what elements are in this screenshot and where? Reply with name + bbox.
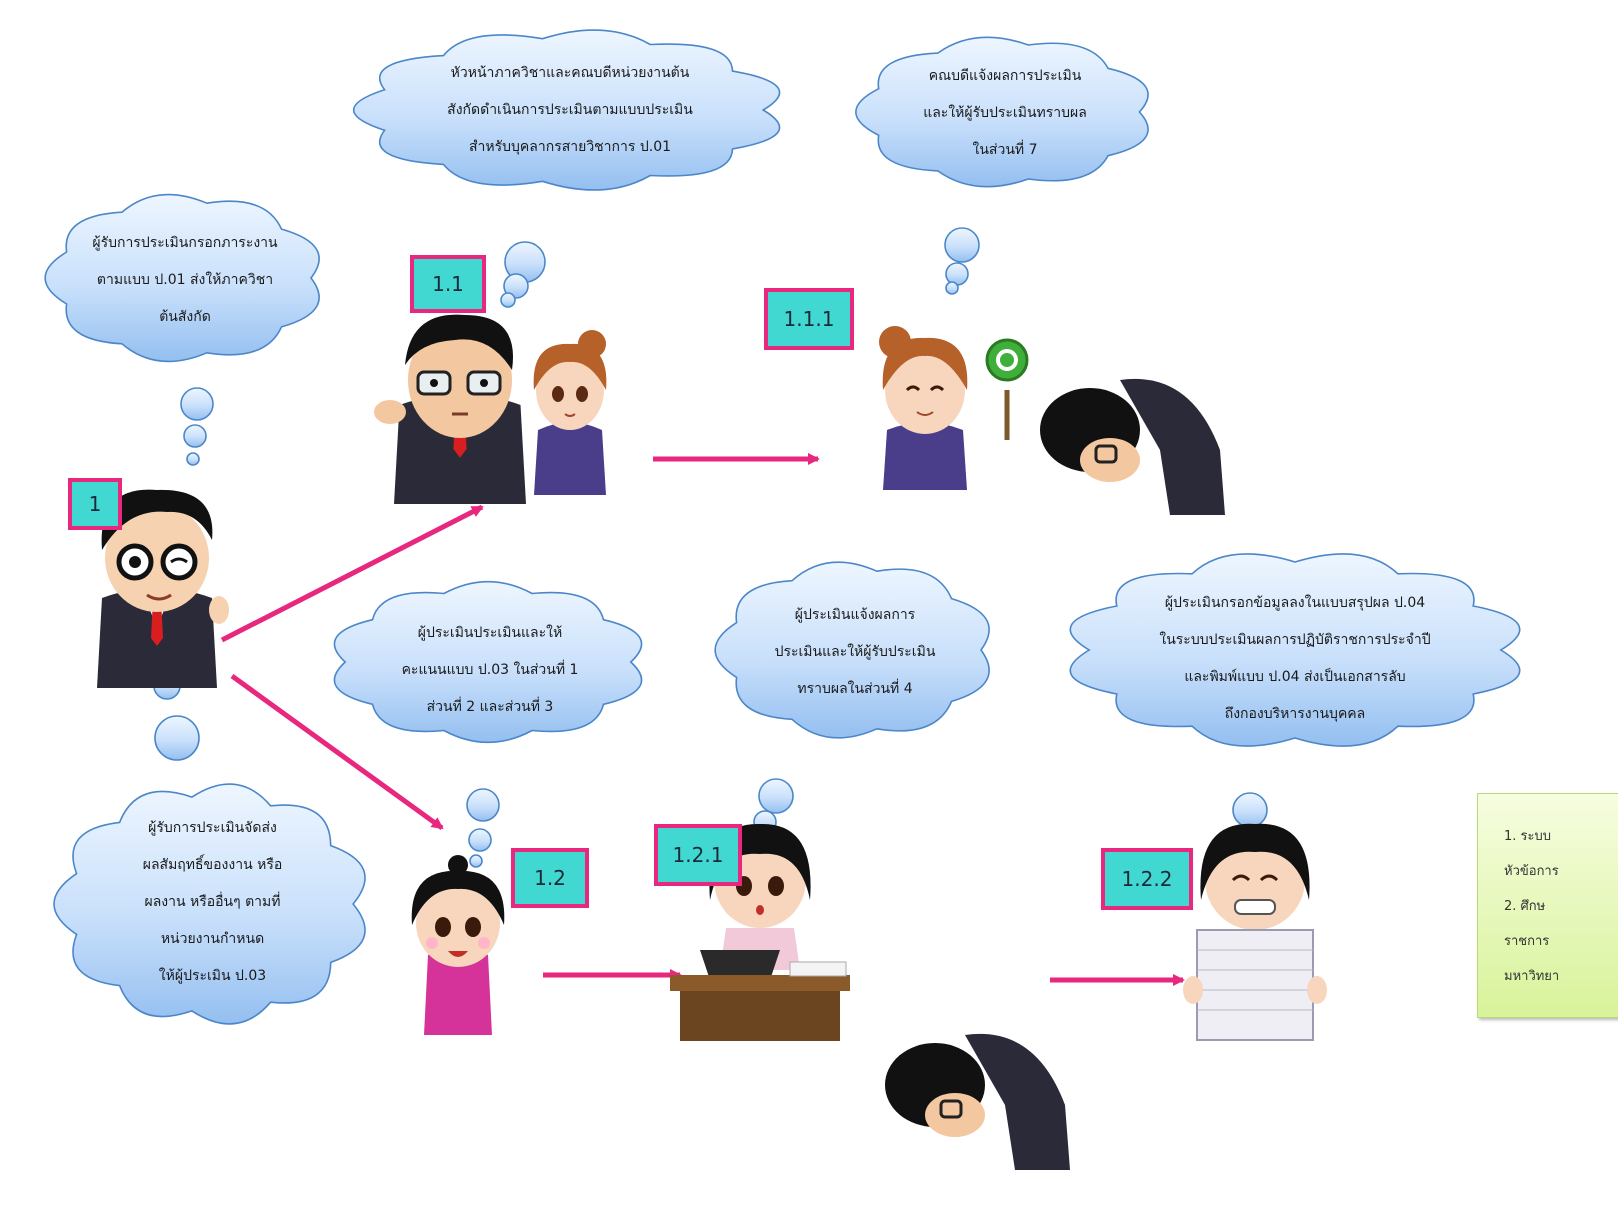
cloud-1-thought-dot: [186, 452, 200, 466]
cloud-1-line: ผู้รับการประเมินกรอกภาระงาน: [92, 235, 278, 251]
cloud-submit-line: ผู้รับการประเมินจัดส่ง: [148, 820, 277, 836]
cloud-1-1-line: สังกัดดำเนินการประเมินตามแบบประเมิน: [447, 102, 693, 118]
cloud-1-1-thought-dot: [503, 273, 529, 299]
cloud-1-1-thought-dot: [500, 292, 516, 308]
cloud-1-2-2-shape: [1069, 553, 1521, 747]
cloud-1-1-bubble: [353, 29, 781, 308]
cloud-1-2-bubble: [333, 580, 643, 868]
cloud-1-1-line: หัวหน้าภาควิชาและคณบดีหน่วยงานต้น: [450, 65, 690, 81]
step-tag-1-1-1: 1.1.1: [764, 288, 854, 350]
cloud-1-2-2-line: ผู้ประเมินกรอกข้อมูลลงในแบบสรุปผล ป.04: [1164, 595, 1426, 611]
cloud-1-2-1-line: ประเมินและให้ผู้รับประเมิน: [774, 644, 936, 660]
note-line: ราชการ: [1504, 934, 1550, 949]
evaluator-woman-illustration: [411, 855, 505, 1035]
cloud-submit-line: หน่วยงานกำหนด: [160, 931, 265, 947]
dean-announcing-illustration: [879, 326, 1029, 490]
step-tag-1-2-2: 1.2.2: [1101, 848, 1193, 910]
cloud-1-1-1-shape: [855, 36, 1149, 188]
cloud-1-2-line: ผู้ประเมินประเมินและให้: [417, 625, 563, 641]
cloud-submit-thought-dot: [154, 715, 200, 761]
cloud-1-2-2-line: ถึงกองบริหารงานบุคคล: [1224, 706, 1366, 722]
cloud-1-1-1-line: ในส่วนที่ 7: [972, 142, 1038, 158]
cloud-1-2-thought-dot: [468, 828, 492, 852]
cloud-1-line: ต้นสังกัด: [159, 309, 211, 325]
cloud-1-2-1-line: ผู้ประเมินแจ้งผลการ: [794, 607, 916, 623]
note-line: 2. ศึกษ: [1504, 899, 1546, 914]
cloud-submit-line: ผลสัมฤทธิ์ของงาน หรือ: [142, 857, 283, 873]
cloud-1-1-1-thought-dot: [945, 262, 969, 286]
man-winking-illustration: [97, 489, 229, 688]
cloud-1-text: ผู้รับการประเมินกรอกภาระงาน ตามแบบ ป.01 …: [60, 225, 310, 336]
cloud-submit-line: ให้ผู้ประเมิน ป.03: [158, 968, 267, 984]
cloud-1-thought-dot: [183, 424, 207, 448]
step-tag-1: 1: [68, 478, 122, 530]
cloud-1-1-shape: [353, 29, 781, 191]
cloud-1-1-line: สำหรับบุคลากรสายวิชาการ ป.01: [468, 139, 672, 155]
cloud-1-2-2-thought-dot: [1232, 792, 1268, 828]
cloud-1-2-thought-dot: [466, 788, 500, 822]
step-tag-1-2: 1.2: [511, 848, 589, 908]
cloud-1-bubble: [44, 193, 320, 466]
cloud-1-2-2-line: ในระบบประเมินผลการปฏิบัติราชการประจำปี: [1159, 632, 1431, 648]
cloud-1-line: ตามแบบ ป.01 ส่งให้ภาควิชา: [96, 272, 274, 288]
cloud-submit-text: ผู้รับการประเมินจัดส่ง ผลสัมฤทธิ์ของงาน …: [95, 810, 330, 995]
cloud-1-2-line: คะแนนแบบ ป.03 ในส่วนที่ 1: [401, 662, 579, 678]
cloud-1-2-text: ผู้ประเมินประเมินและให้ คะแนนแบบ ป.03 ใน…: [355, 615, 625, 726]
cloud-1-1-1-text: คณบดีแจ้งผลการประเมิน และให้ผู้รับประเมิ…: [885, 58, 1125, 169]
cloud-1-1-1-line: คณบดีแจ้งผลการประเมิน: [928, 68, 1082, 84]
cloud-1-shape: [44, 193, 320, 363]
cloud-1-2-2-line: และพิมพ์แบบ ป.04 ส่งเป็นเอกสารลับ: [1184, 669, 1406, 685]
cloud-1-thought-dot: [180, 387, 214, 421]
step-tag-1-2-1: 1.2.1: [654, 824, 742, 886]
cloud-submit-shape: [53, 783, 366, 1025]
cloud-1-2-1-shape: [714, 561, 990, 739]
cloud-1-2-1-line: ทราบผลในส่วนที่ 4: [797, 681, 913, 697]
note-line: มหาวิทยา: [1504, 969, 1560, 984]
cloud-1-1-1-line: และให้ผู้รับประเมินทราบผล: [923, 105, 1087, 121]
cloud-1-1-1-thought-dot: [944, 227, 980, 263]
arrow-1-to-1-2: [230, 673, 444, 831]
cloud-1-1-text: หัวหน้าภาควิชาและคณบดีหน่วยงานต้น สังกัด…: [395, 55, 745, 166]
cloud-1-2-1-text: ผู้ประเมินแจ้งผลการ ประเมินและให้ผู้รับป…: [730, 597, 980, 708]
cloud-1-2-shape: [333, 580, 643, 744]
cloud-1-2-2-text: ผู้ประเมินกรอกข้อมูลลงในแบบสรุปผล ป.04 ใ…: [1110, 585, 1480, 733]
note-line: หัวข้อการ: [1504, 864, 1559, 879]
bowing-man-illustration-2: [885, 1033, 1070, 1170]
note-line: 1. ระบบ: [1504, 829, 1552, 844]
step-tag-1-1: 1.1: [410, 255, 486, 313]
department-head-illustration: [374, 314, 526, 504]
cloud-1-2-1-thought-dot: [758, 778, 794, 814]
arrow-1-to-1-1: [220, 504, 484, 643]
cloud-1-1-1-thought-dot: [945, 281, 959, 295]
cloud-1-1-1-bubble: [855, 36, 1149, 295]
document-stack-woman-illustration: [1183, 823, 1327, 1041]
cloud-submit-line: ผลงาน หรืออื่นๆ ตามที่: [144, 894, 281, 910]
note-box: 1. ระบบ หัวข้อการ 2. ศึกษ ราชการ มหาวิทย…: [1477, 793, 1618, 1018]
cloud-1-2-line: ส่วนที่ 2 และส่วนที่ 3: [426, 699, 554, 715]
dean-woman-illustration: [533, 330, 607, 495]
bowing-man-illustration: [1040, 378, 1225, 515]
cloud-1-2-thought-dot: [469, 854, 483, 868]
